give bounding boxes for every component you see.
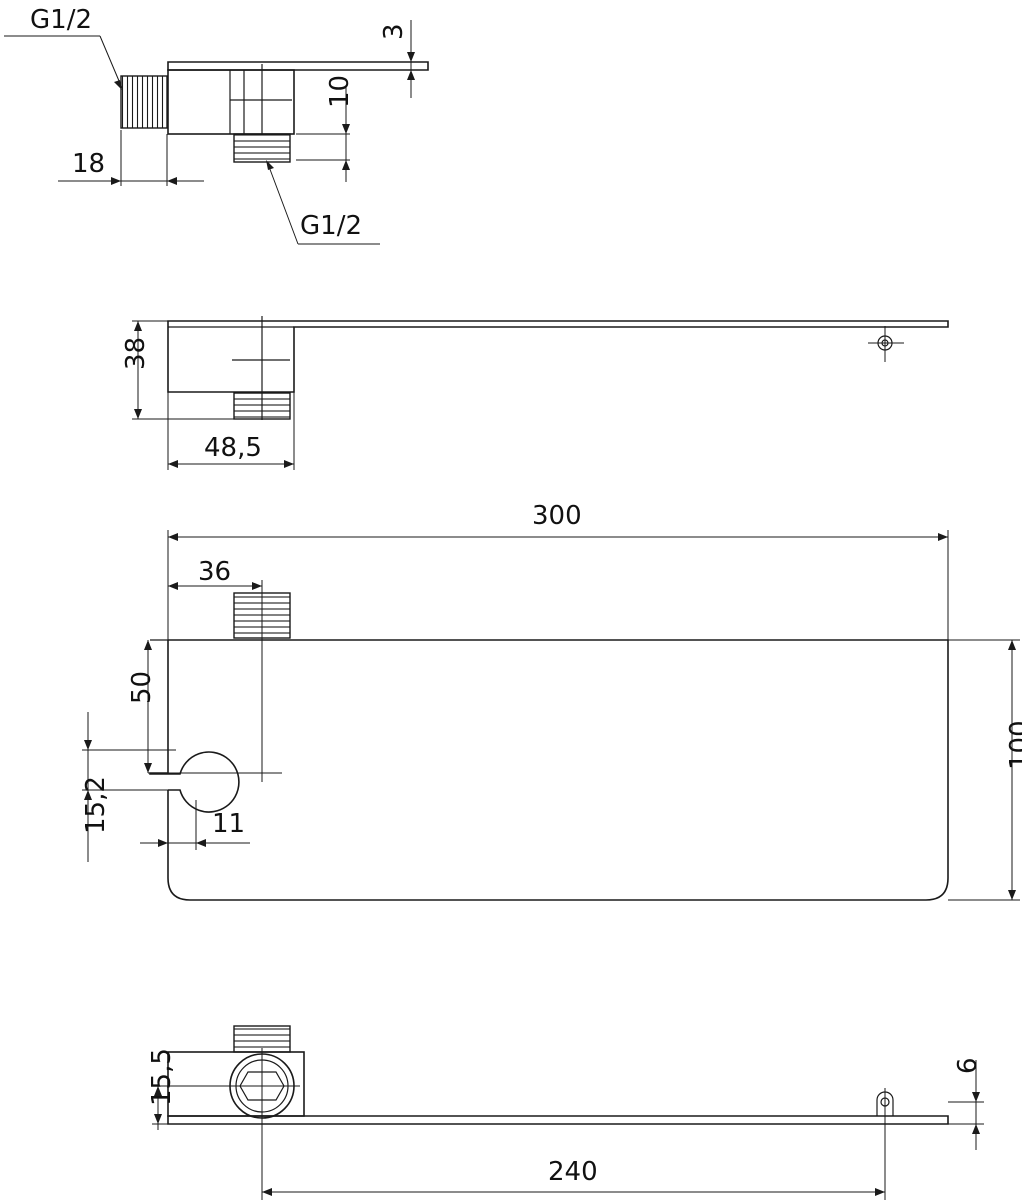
dim-body-height: 38 [121,337,151,370]
bottom-thread [233,133,291,163]
view-rear: 15,5 6 240 [147,1025,984,1200]
dim-body-width: 48,5 [204,433,262,463]
dim-inlet-length: 18 [72,149,105,179]
side-plate [167,61,429,71]
front-thread [233,392,291,420]
side-thread [120,75,168,129]
view-top: 300 36 50 100 15,2 11 [81,501,1022,901]
label-thread-side: G1/2 [30,5,92,35]
label-thread-bottom: G1/2 [300,211,362,241]
dim-slot-width: 15,2 [81,776,111,834]
dim-outlet-height: 10 [325,75,355,108]
side-body [167,69,295,135]
keyhole-slot [149,751,240,813]
rear-plate [167,1115,949,1125]
view-side: 3 10 18 G1/2 G1/2 [4,5,429,245]
dim-depth: 100 [1005,720,1022,770]
dim-slot-depth: 11 [212,809,245,839]
dim-outlet-offset: 36 [198,557,231,587]
front-plate-body [167,320,949,393]
top-outline [167,639,949,901]
dim-plate-thickness: 3 [379,23,409,40]
dim-body-height-bottom: 15,5 [147,1048,177,1106]
dim-hole-offset: 50 [127,671,157,704]
dim-overall-length: 300 [532,501,582,531]
view-front: 38 48,5 [121,316,949,470]
dim-hole-spacing: 240 [548,1157,598,1187]
dim-mount-height: 6 [953,1057,983,1074]
